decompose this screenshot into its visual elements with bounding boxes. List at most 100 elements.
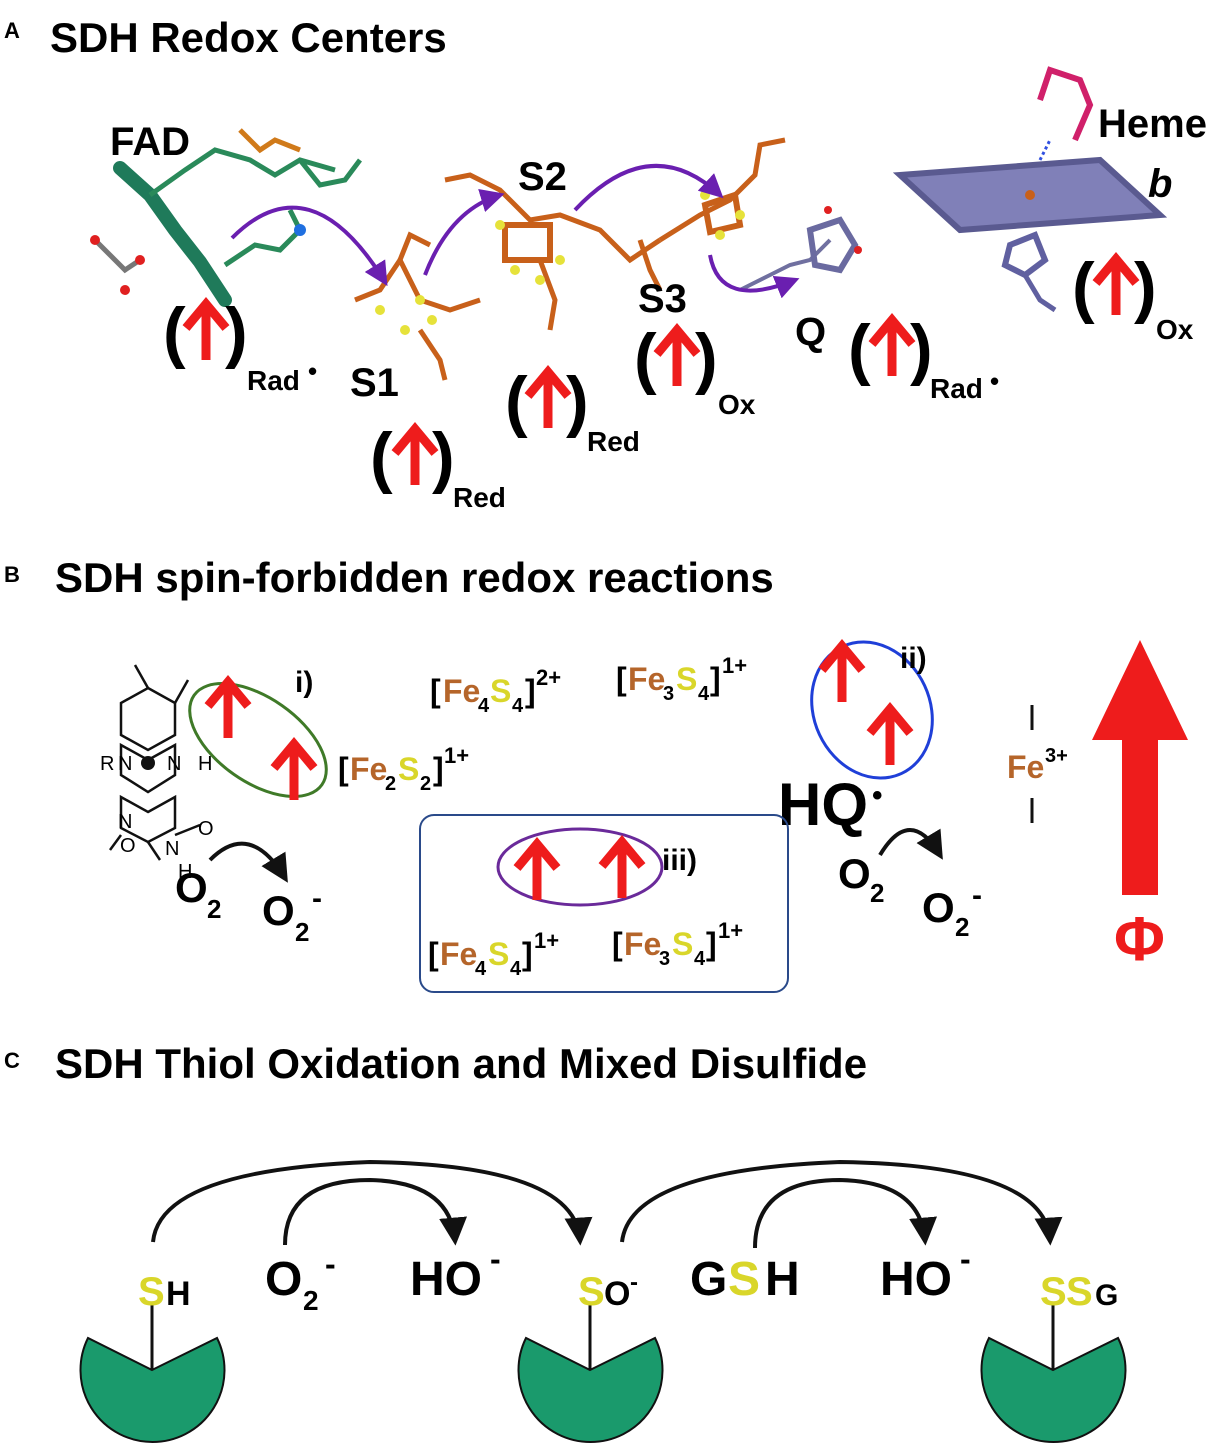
state-label-ox: Ox xyxy=(718,389,756,420)
fad-label: FAD xyxy=(110,120,190,164)
svg-text:1+: 1+ xyxy=(718,918,743,943)
spin-up-arrow-icon xyxy=(657,330,697,386)
svg-text:3: 3 xyxy=(659,948,670,970)
phi-label: Φ xyxy=(1114,905,1165,974)
svg-text:): ) xyxy=(910,311,933,387)
spin-state-s2: ( ) Red xyxy=(505,363,640,457)
superoxide-minus: - xyxy=(325,1246,336,1282)
svg-text:]: ] xyxy=(525,673,536,709)
svg-text:): ) xyxy=(225,294,248,370)
reaction-arc-so-to-ssg xyxy=(620,1159,1063,1246)
svg-text:): ) xyxy=(695,320,718,396)
cluster-fe3s4-top: [ Fe 3 S 4 ] 1+ xyxy=(616,653,747,705)
electron-transfer-arrow-s3-q xyxy=(708,254,800,299)
label-iii: iii) xyxy=(662,844,697,877)
svg-text:1+: 1+ xyxy=(444,743,469,768)
s3-cluster-icon xyxy=(637,137,786,292)
s2-cluster-icon xyxy=(444,172,662,331)
cluster-fe2s2: [ Fe 2 S 2 ] 1+ xyxy=(338,743,469,795)
label-i: i) xyxy=(295,666,313,699)
flavin-r: R xyxy=(100,753,114,775)
svg-text:S: S xyxy=(490,673,511,709)
svg-text:4: 4 xyxy=(510,958,522,980)
thiol-h: H xyxy=(166,1275,191,1313)
superoxide-right-sub: 2 xyxy=(955,912,969,942)
superoxide-left-o: O xyxy=(262,887,295,934)
svg-text:(: ( xyxy=(163,294,186,370)
spin-up-arrow-icon xyxy=(395,429,435,485)
svg-text:]: ] xyxy=(706,926,717,962)
gsh-g: G xyxy=(690,1253,727,1306)
s1-label: S1 xyxy=(350,361,399,405)
electron-transfer-arrow-s2-s3 xyxy=(573,163,724,212)
reaction-arrow-o2-left xyxy=(208,841,288,883)
state-label-ox: Ox xyxy=(1156,314,1194,345)
sulfenate-s: S xyxy=(578,1270,605,1314)
disulfide-g: G xyxy=(1095,1279,1118,1312)
svg-text:3: 3 xyxy=(663,683,674,705)
svg-text:S: S xyxy=(488,936,509,972)
electron-transfer-arrow-s1-s2 xyxy=(423,189,505,276)
panel-b-title: SDH spin-forbidden redox reactions xyxy=(55,554,774,601)
flavin-n-left: N xyxy=(118,753,132,775)
reaction-arc-o2-to-ho xyxy=(283,1177,468,1246)
panel-a: A SDH Redox Centers FAD S1 xyxy=(4,14,1207,513)
svg-text:Fe: Fe xyxy=(443,673,480,709)
svg-text:(: ( xyxy=(505,363,528,439)
flavin-h-top: H xyxy=(198,753,212,775)
flavin-structure-icon xyxy=(108,664,201,861)
spin-up-arrow-icon xyxy=(602,842,642,898)
spin-up-arrow-icon xyxy=(517,844,557,900)
spin-up-arrow-icon xyxy=(872,320,912,376)
o2-right-o: O xyxy=(838,850,871,897)
panel-c: C SDH Thiol Oxidation and Mixed Disulfid… xyxy=(4,1040,1127,1443)
phi-big-arrow-icon xyxy=(1092,640,1188,895)
svg-text:Fe: Fe xyxy=(350,751,387,787)
fe3-label: Fe xyxy=(1007,749,1044,785)
hydroxide-left: HO xyxy=(410,1253,482,1306)
spin-up-arrow-icon xyxy=(274,744,314,800)
o2-right-sub: 2 xyxy=(870,878,884,908)
q-molecule-icon xyxy=(739,206,862,292)
svg-text:[: [ xyxy=(428,936,439,972)
flavin-n-right: N xyxy=(167,753,181,775)
flavin-o-left: O xyxy=(120,835,136,857)
thiol-s: S xyxy=(138,1270,165,1314)
disulfide-s1: S xyxy=(1040,1270,1067,1314)
panel-a-letter: A xyxy=(4,18,20,43)
svg-text:2: 2 xyxy=(420,773,431,795)
protein-pacman-icon xyxy=(980,1336,1127,1443)
spin-state-q: ( ) Rad • xyxy=(848,311,999,404)
svg-text:[: [ xyxy=(616,661,627,697)
panel-b: B SDH spin-forbidden redox reactions R N… xyxy=(4,554,1188,993)
svg-text:]: ] xyxy=(710,661,721,697)
cluster-fe4s4-reduced: [ Fe 4 S 4 ] 1+ xyxy=(428,928,559,980)
protein-pacman-icon xyxy=(79,1336,226,1443)
sulfenate-minus: - xyxy=(630,1269,638,1296)
o2-left-o: O xyxy=(175,864,208,911)
spin-up-arrow-icon xyxy=(208,682,248,738)
o2-left-sub: 2 xyxy=(207,894,221,924)
svg-text:4: 4 xyxy=(475,958,487,980)
state-label-red: Red xyxy=(453,482,506,513)
cluster-fe4s4-oxidized: [ Fe 4 S 4 ] 2+ xyxy=(430,665,561,717)
semiquinone-label: HQ xyxy=(778,771,868,838)
superoxide-sub: 2 xyxy=(303,1285,319,1316)
pairing-ellipse-iii xyxy=(496,827,664,907)
flavin-n-bottom-left: N xyxy=(118,811,132,833)
superoxide-o: O xyxy=(265,1253,302,1306)
svg-text:S: S xyxy=(398,751,419,787)
fad-molecule-icon xyxy=(90,128,362,307)
semiquinone-dot: • xyxy=(872,779,883,812)
s2-label: S2 xyxy=(518,155,567,199)
svg-text:S: S xyxy=(672,926,693,962)
heme-b-label: b xyxy=(1148,162,1172,206)
gsh-h: H xyxy=(765,1253,800,1306)
fe3-charge: 3+ xyxy=(1045,745,1068,767)
spin-up-arrow-icon xyxy=(186,304,226,360)
svg-text:4: 4 xyxy=(694,948,706,970)
svg-text:): ) xyxy=(566,363,589,439)
state-label-rad: Rad xyxy=(247,365,300,396)
spin-up-arrow-icon xyxy=(870,709,910,765)
